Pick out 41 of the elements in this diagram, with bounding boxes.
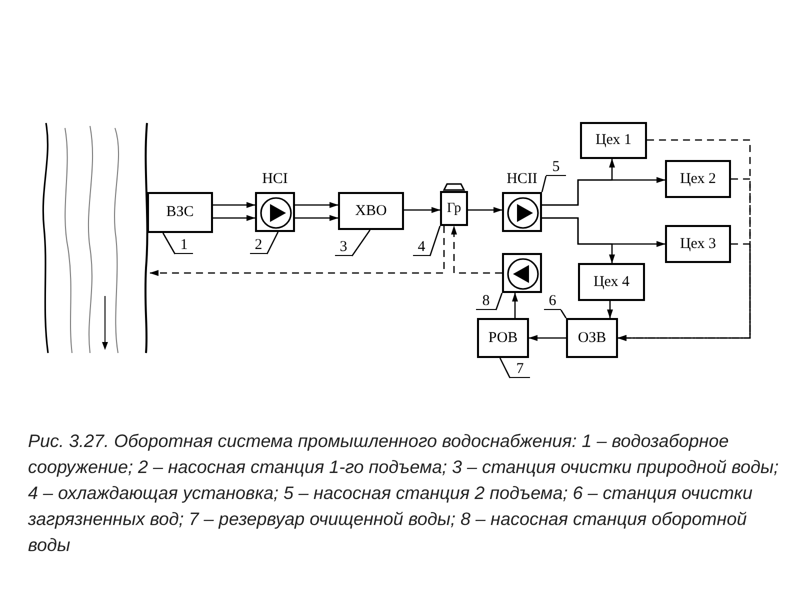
pump-label: НСI	[261, 170, 289, 188]
arrow	[542, 217, 615, 264]
arrow	[607, 301, 613, 318]
arrow	[512, 292, 518, 318]
process-box: Цех 3	[665, 225, 731, 263]
process-box: Цех 1	[580, 122, 647, 159]
leader-line	[351, 230, 371, 256]
arrow	[295, 215, 338, 221]
process-box: РОВ	[477, 318, 529, 358]
callout-number: 5	[546, 158, 566, 176]
leader-line	[499, 358, 511, 378]
caption: Рис. 3.27. Оборотная система промышленного водоснабжения: 1 – водозаборное сооружение; 2 – насосная станция 1-го подъема; 3 – станция очистки природной воды; 4 – охлаждающая установка; 5 – насосная станция 2 подъема; 6 – станция очистки загрязненных вод; 7 – резервуар очищенной воды; 8 – насосная станция оборотной воды	[28, 430, 780, 557]
callout-number: 4	[413, 238, 430, 256]
process-box: Цех 2	[665, 160, 731, 198]
callout-number: 7	[510, 360, 530, 378]
arrow	[542, 177, 666, 206]
dashed-arrow	[451, 226, 502, 274]
dashed-arrow	[618, 243, 751, 341]
callout-number: 3	[335, 238, 352, 256]
leader-line	[266, 232, 279, 254]
arrow	[213, 202, 256, 208]
callout-number: 6	[544, 292, 561, 310]
process-box: ВЗС	[147, 192, 213, 233]
callout-number: 2	[250, 236, 267, 254]
arrow	[404, 207, 440, 213]
process-box: Цех 4	[578, 263, 645, 301]
leader-line	[495, 292, 503, 310]
leader-line	[541, 176, 547, 192]
leader-line	[429, 226, 441, 256]
leader-line	[560, 310, 567, 318]
process-box: ХВО	[338, 192, 404, 230]
arrow	[468, 207, 502, 213]
callout-number: 8	[476, 292, 496, 310]
leader-line	[162, 232, 176, 254]
dashed-arrow	[150, 226, 445, 276]
pump-label: НСII	[506, 170, 538, 188]
callout-number: 1	[175, 236, 193, 254]
arrow	[528, 335, 566, 341]
arrow	[295, 202, 338, 208]
arrow	[213, 215, 256, 221]
process-box: ОЗВ	[566, 318, 618, 358]
